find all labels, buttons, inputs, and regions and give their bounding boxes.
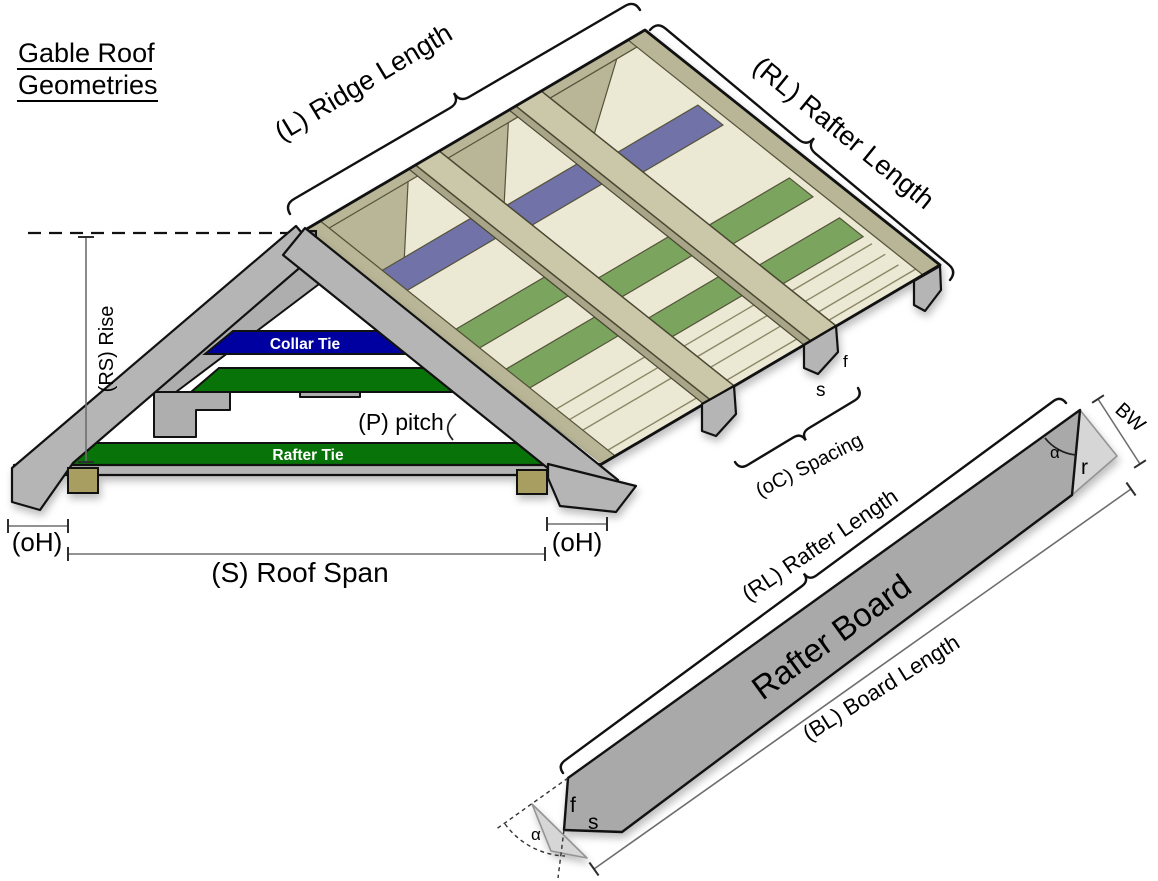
plumb-angle-top-label: α: [1050, 443, 1060, 462]
pitch-label: (P) pitch: [358, 409, 444, 435]
rafter-length-brace: [648, 24, 955, 282]
plumb-angle-bottom-label: α: [531, 825, 541, 844]
board-fascia-cut-label: f: [570, 794, 576, 817]
collar-tie-label: Collar Tie: [270, 336, 341, 353]
title-line-2: Geometries: [18, 70, 158, 100]
overhang-right-measure: (oH): [546, 517, 608, 557]
birdsmouth-offcut: [531, 803, 588, 859]
gable-end-truss: Collar Tie Rafter Tie: [10, 224, 638, 514]
title: Gable Roof Geometries: [17, 38, 158, 102]
wall-top-plate: [12, 463, 602, 477]
board-width-label: BW: [1111, 399, 1150, 437]
tail-fascia-cut-label: f: [843, 352, 848, 371]
rise-measure: (RS) Rise: [78, 236, 118, 463]
board-rafter-length-brace: [559, 397, 1068, 775]
board-length-measure: [588, 481, 1137, 877]
top-angle-arc: [1044, 437, 1077, 456]
wall-plate-block-left: [67, 467, 99, 494]
sheathing-line: [805, 254, 885, 301]
tail-seat-cut-label: s: [816, 380, 826, 401]
rise-label: (RS) Rise: [96, 306, 118, 393]
roof-span-measure: (S) Roof Span: [67, 547, 546, 588]
ridge-length-label: (L) Ridge Length: [269, 18, 457, 147]
wall-plate-block-right: [516, 469, 548, 495]
rafter-tie-label: Rafter Tie: [272, 447, 344, 464]
board-shape: [531, 408, 1118, 859]
rafter-tail: [700, 384, 738, 438]
ridge-cut-label: r: [1081, 456, 1088, 479]
roof-deck: [305, 30, 941, 465]
pitch-angle-arc: [446, 413, 457, 441]
rafter-board-face: [562, 408, 1082, 834]
ridge-length-brace: [286, 2, 642, 216]
overhang-left-label: (oH): [12, 527, 63, 557]
upper-rafter-tie-bar: [188, 367, 457, 393]
roof-span-label: (S) Roof Span: [211, 557, 388, 588]
sheathing-line: [792, 244, 872, 291]
sheathing-line: [583, 378, 671, 430]
overhang-left-measure: (oH): [7, 519, 69, 557]
rafter-tail: [912, 264, 943, 313]
sheathing-line: [711, 326, 781, 367]
title-line-1: Gable Roof: [18, 38, 155, 68]
corner-rafter-tail: [546, 462, 638, 514]
rafter-board-diagram: BW (RL) Rafter Length Rafter Board (BL) …: [494, 394, 1150, 879]
sheathing-line: [697, 316, 767, 357]
spacing-brace: [733, 386, 861, 469]
rafter-tail: [802, 324, 840, 376]
spacing-label: (oC) Spacing: [752, 429, 866, 502]
sheathing-line: [684, 305, 754, 346]
sheathing-line: [570, 368, 658, 420]
sheathing-line: [819, 265, 899, 312]
overhang-right-label: (oH): [552, 527, 603, 557]
board-seat-cut-label: s: [588, 811, 599, 834]
sheathing-line: [556, 357, 644, 409]
fascia-line: [599, 263, 925, 455]
bottom-angle-arc: [504, 823, 566, 857]
plumb-extension-dashed: [557, 829, 565, 879]
